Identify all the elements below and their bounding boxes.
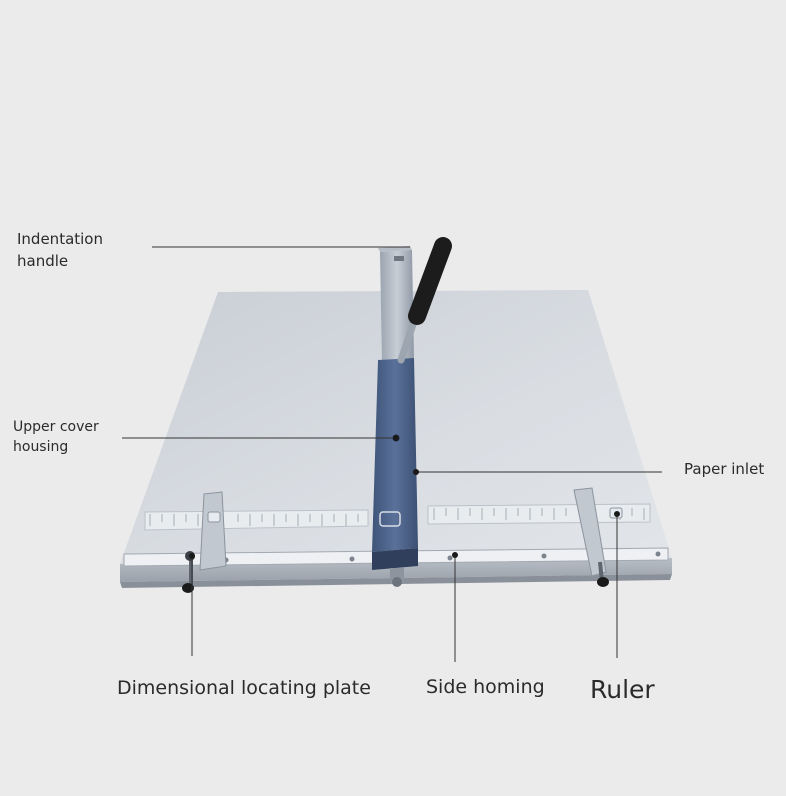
label-paper-inlet: Paper inlet xyxy=(684,460,765,478)
label-indentation-handle: Indentation handle xyxy=(17,229,103,273)
label-side-homing: Side homing xyxy=(426,676,545,698)
callout-leaders xyxy=(122,246,662,662)
indentation-handle xyxy=(397,237,452,364)
ruler-strip-left xyxy=(144,509,369,531)
upper-cover-housing xyxy=(372,246,418,587)
label-indentation-handle-line2: handle xyxy=(17,251,69,270)
label-indentation-handle-line1: Indentation xyxy=(17,230,103,248)
label-upper-cover-housing-line1: Upper cover xyxy=(13,419,99,435)
label-dimensional-locating-plate: Dimensional locating plate xyxy=(117,677,371,699)
label-upper-cover-housing: Upper cover housing xyxy=(13,417,99,458)
label-ruler: Ruler xyxy=(590,675,655,704)
label-upper-cover-housing-line2: housing xyxy=(13,439,69,456)
